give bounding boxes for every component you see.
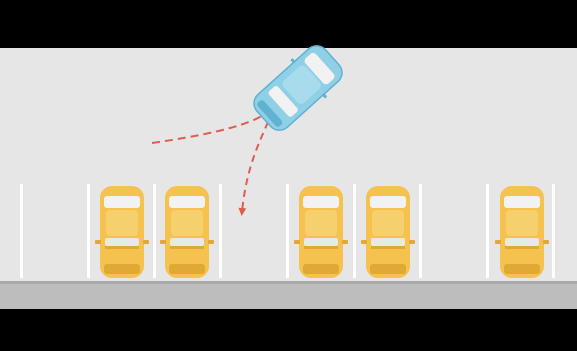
stall-line: [153, 184, 156, 278]
stall-line: [419, 184, 422, 278]
yellow-car-icon: [361, 186, 415, 278]
top-letterbox: [0, 0, 577, 48]
stall-line: [286, 184, 289, 278]
stall-line: [219, 184, 222, 278]
stall-line: [486, 184, 489, 278]
yellow-car-icon: [160, 186, 214, 278]
yellow-car-icon: [294, 186, 348, 278]
curb-edge: [0, 281, 577, 284]
stall-line: [552, 184, 555, 278]
yellow-car-icon: [495, 186, 549, 278]
stall-line: [353, 184, 356, 278]
bottom-letterbox: [0, 309, 577, 351]
yellow-car-icon: [95, 186, 149, 278]
stall-line: [20, 184, 23, 278]
stall-line: [87, 184, 90, 278]
curb: [0, 281, 577, 309]
